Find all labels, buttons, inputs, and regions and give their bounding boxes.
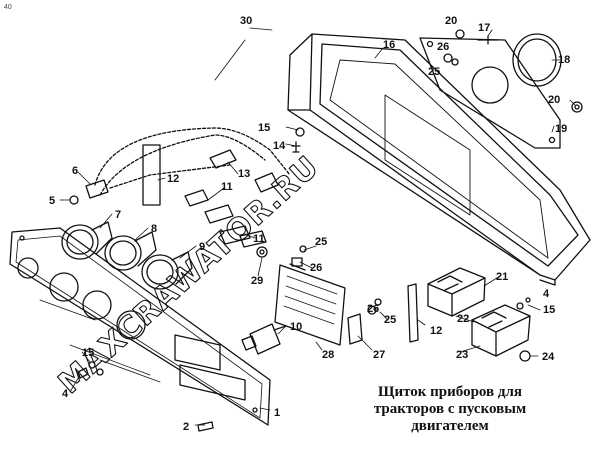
callout-29: 29 <box>251 275 263 287</box>
callout-23: 23 <box>456 349 468 361</box>
callout-13: 13 <box>238 168 250 180</box>
callout-1: 1 <box>274 407 280 419</box>
callout-4-right: 4 <box>543 288 550 300</box>
callout-26-top: 26 <box>437 41 449 53</box>
small-parts-mid <box>256 245 307 267</box>
callout-15-top: 15 <box>258 122 270 134</box>
caption-line-3: двигателем <box>411 418 489 434</box>
callout-4-left: 4 <box>62 388 69 400</box>
callout-24: 24 <box>542 351 555 363</box>
callout-20-right: 20 <box>548 94 560 106</box>
corner-mark: 40 <box>4 4 12 11</box>
relays <box>427 267 531 362</box>
callout-7: 7 <box>115 209 121 221</box>
cable-bracket <box>94 127 291 206</box>
caption-line-1: Щиток приборов для <box>377 384 523 400</box>
callout-9: 9 <box>199 241 205 253</box>
callout-25-mid: 25 <box>315 236 327 248</box>
small-fasteners-top <box>443 29 583 113</box>
callout-8: 8 <box>151 223 157 235</box>
callout-26-mid: 26 <box>310 262 322 274</box>
bracket-12-right <box>407 283 419 343</box>
caption-line-2: тракторов с пусковым <box>373 401 527 417</box>
callout-28: 28 <box>322 349 334 361</box>
callout-15-right: 15 <box>543 304 555 316</box>
callout-22: 22 <box>457 313 469 325</box>
callout-25-low: 25 <box>384 314 396 326</box>
fuse-block <box>274 263 346 346</box>
callout-20-top: 20 <box>445 15 457 27</box>
callout-19: 19 <box>555 123 567 135</box>
screws-hood <box>291 127 305 153</box>
callout-10: 10 <box>290 321 302 333</box>
callout-6: 6 <box>72 165 78 177</box>
callout-17: 17 <box>478 22 490 34</box>
callout-15-left: 15 <box>82 347 94 359</box>
callout-14: 14 <box>273 140 286 152</box>
leader-lines <box>59 29 576 426</box>
callout-12-left: 12 <box>167 173 179 185</box>
callout-2: 2 <box>183 421 189 433</box>
callout-18: 18 <box>558 54 570 66</box>
callout-labels: 1 2 4 4 5 6 7 8 9 10 11 11 12 12 13 14 1… <box>49 15 570 433</box>
indicator-lamp <box>69 179 109 205</box>
mounting-plate <box>419 37 561 149</box>
leader-30 <box>214 27 273 81</box>
callout-30: 30 <box>240 15 252 27</box>
diagram-caption: Щиток приборов для тракторов с пусковым … <box>330 384 570 435</box>
callout-12-right: 12 <box>430 325 442 337</box>
gauges <box>61 221 193 290</box>
callout-26-low: 26 <box>367 303 379 315</box>
callout-21: 21 <box>496 271 508 283</box>
callout-11-upper: 11 <box>221 181 233 193</box>
switch-10 <box>241 323 287 355</box>
callout-11-lower: 11 <box>253 233 265 245</box>
instrument-hood <box>287 33 591 286</box>
callout-5: 5 <box>49 195 55 207</box>
front-panel <box>9 227 271 426</box>
callout-27: 27 <box>373 349 385 361</box>
callout-16: 16 <box>383 39 395 51</box>
callout-25-top: 25 <box>428 66 440 78</box>
